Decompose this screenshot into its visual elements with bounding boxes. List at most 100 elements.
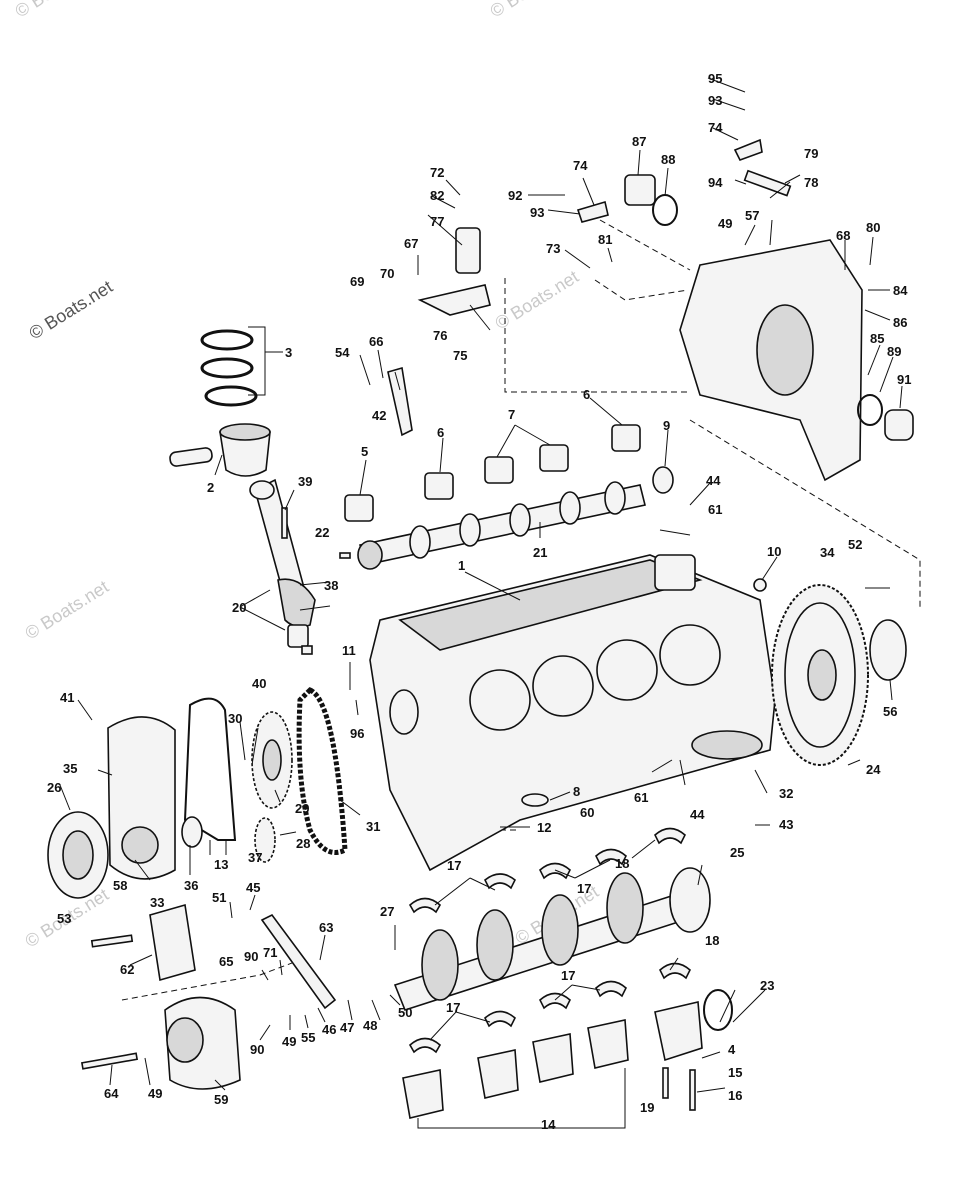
callout-86[interactable]: 86 bbox=[893, 315, 907, 330]
callout-47[interactable]: 47 bbox=[340, 1020, 354, 1035]
callout-8[interactable]: 8 bbox=[573, 784, 580, 799]
callout-43[interactable]: 43 bbox=[779, 817, 793, 832]
callout-60[interactable]: 60 bbox=[580, 805, 594, 820]
callout-54[interactable]: 54 bbox=[335, 345, 350, 360]
callout-19[interactable]: 19 bbox=[640, 1100, 654, 1115]
callout-74-lower[interactable]: 74 bbox=[573, 158, 588, 173]
callout-45[interactable]: 45 bbox=[246, 880, 260, 895]
callout-42[interactable]: 42 bbox=[372, 408, 386, 423]
callout-10[interactable]: 10 bbox=[767, 544, 781, 559]
callout-61-lower[interactable]: 61 bbox=[634, 790, 648, 805]
callout-17-d[interactable]: 17 bbox=[446, 1000, 460, 1015]
callout-90-lower[interactable]: 90 bbox=[250, 1042, 264, 1057]
callout-49-lower[interactable]: 49 bbox=[148, 1086, 162, 1101]
callout-84[interactable]: 84 bbox=[893, 283, 908, 298]
callout-34[interactable]: 34 bbox=[820, 545, 835, 560]
callout-30[interactable]: 30 bbox=[228, 711, 242, 726]
callout-62[interactable]: 62 bbox=[120, 962, 134, 977]
callout-14[interactable]: 14 bbox=[541, 1117, 556, 1132]
callout-48[interactable]: 48 bbox=[363, 1018, 377, 1033]
callout-88[interactable]: 88 bbox=[661, 152, 675, 167]
callout-15[interactable]: 15 bbox=[728, 1065, 742, 1080]
callout-63[interactable]: 63 bbox=[319, 920, 333, 935]
callout-78[interactable]: 78 bbox=[804, 175, 818, 190]
callout-57[interactable]: 57 bbox=[745, 208, 759, 223]
callout-37[interactable]: 37 bbox=[248, 850, 262, 865]
callout-35[interactable]: 35 bbox=[63, 761, 77, 776]
callout-36[interactable]: 36 bbox=[184, 878, 198, 893]
callout-22[interactable]: 22 bbox=[315, 525, 329, 540]
callout-4[interactable]: 4 bbox=[728, 1042, 736, 1057]
callout-61-upper[interactable]: 61 bbox=[708, 502, 722, 517]
callout-18-lower[interactable]: 18 bbox=[705, 933, 719, 948]
callout-66[interactable]: 66 bbox=[369, 334, 383, 349]
callout-89[interactable]: 89 bbox=[887, 344, 901, 359]
callout-27[interactable]: 27 bbox=[380, 904, 394, 919]
callout-46[interactable]: 46 bbox=[322, 1022, 336, 1037]
callout-23[interactable]: 23 bbox=[760, 978, 774, 993]
callout-5[interactable]: 5 bbox=[361, 444, 368, 459]
callout-28[interactable]: 28 bbox=[296, 836, 310, 851]
callout-3[interactable]: 3 bbox=[285, 345, 292, 360]
callout-65[interactable]: 65 bbox=[219, 954, 233, 969]
callout-39[interactable]: 39 bbox=[298, 474, 312, 489]
callout-26[interactable]: 26 bbox=[47, 780, 61, 795]
callout-25[interactable]: 25 bbox=[730, 845, 744, 860]
callout-94[interactable]: 94 bbox=[708, 175, 723, 190]
callout-21[interactable]: 21 bbox=[533, 545, 547, 560]
callout-93-lower[interactable]: 93 bbox=[530, 205, 544, 220]
callout-90-upper[interactable]: 90 bbox=[244, 949, 258, 964]
callout-13[interactable]: 13 bbox=[214, 857, 228, 872]
callout-70[interactable]: 70 bbox=[380, 266, 394, 281]
callout-9[interactable]: 9 bbox=[663, 418, 670, 433]
callout-69[interactable]: 69 bbox=[350, 274, 364, 289]
callout-87[interactable]: 87 bbox=[632, 134, 646, 149]
callout-17-c[interactable]: 17 bbox=[561, 968, 575, 983]
callout-49-middle[interactable]: 49 bbox=[282, 1034, 296, 1049]
callout-72[interactable]: 72 bbox=[430, 165, 444, 180]
callout-59[interactable]: 59 bbox=[214, 1092, 228, 1107]
callout-92[interactable]: 92 bbox=[508, 188, 522, 203]
callout-44-upper[interactable]: 44 bbox=[706, 473, 721, 488]
callout-41[interactable]: 41 bbox=[60, 690, 74, 705]
callout-17-b[interactable]: 17 bbox=[577, 881, 591, 896]
callout-51[interactable]: 51 bbox=[212, 890, 226, 905]
callout-71[interactable]: 71 bbox=[263, 945, 277, 960]
callout-79[interactable]: 79 bbox=[804, 146, 818, 161]
callout-56[interactable]: 56 bbox=[883, 704, 897, 719]
callout-31[interactable]: 31 bbox=[366, 819, 380, 834]
callout-1[interactable]: 1 bbox=[458, 558, 465, 573]
callout-52[interactable]: 52 bbox=[848, 537, 862, 552]
callout-73[interactable]: 73 bbox=[546, 241, 560, 256]
callout-29[interactable]: 29 bbox=[295, 801, 309, 816]
callout-40[interactable]: 40 bbox=[252, 676, 266, 691]
callout-24[interactable]: 24 bbox=[866, 762, 881, 777]
callout-17-a[interactable]: 17 bbox=[447, 858, 461, 873]
callout-16[interactable]: 16 bbox=[728, 1088, 742, 1103]
callout-85[interactable]: 85 bbox=[870, 331, 884, 346]
callout-81[interactable]: 81 bbox=[598, 232, 612, 247]
callout-33[interactable]: 33 bbox=[150, 895, 164, 910]
callout-18-upper[interactable]: 18 bbox=[615, 856, 629, 871]
callout-76[interactable]: 76 bbox=[433, 328, 447, 343]
callout-49-upper[interactable]: 49 bbox=[718, 216, 732, 231]
callout-50[interactable]: 50 bbox=[398, 1005, 412, 1020]
callout-7[interactable]: 7 bbox=[508, 407, 515, 422]
callout-32[interactable]: 32 bbox=[779, 786, 793, 801]
callout-2[interactable]: 2 bbox=[207, 480, 214, 495]
callout-11[interactable]: 11 bbox=[342, 643, 356, 658]
callout-74-top[interactable]: 74 bbox=[708, 120, 723, 135]
callout-75[interactable]: 75 bbox=[453, 348, 467, 363]
callout-93-top[interactable]: 93 bbox=[708, 93, 722, 108]
callout-68[interactable]: 68 bbox=[836, 228, 850, 243]
callout-82[interactable]: 82 bbox=[430, 188, 444, 203]
callout-80[interactable]: 80 bbox=[866, 220, 880, 235]
callout-53[interactable]: 53 bbox=[57, 911, 71, 926]
callout-55[interactable]: 55 bbox=[301, 1030, 315, 1045]
callout-38[interactable]: 38 bbox=[324, 578, 338, 593]
callout-67[interactable]: 67 bbox=[404, 236, 418, 251]
callout-12[interactable]: 12 bbox=[537, 820, 551, 835]
callout-44-lower[interactable]: 44 bbox=[690, 807, 705, 822]
callout-6-left[interactable]: 6 bbox=[437, 425, 444, 440]
callout-58[interactable]: 58 bbox=[113, 878, 127, 893]
